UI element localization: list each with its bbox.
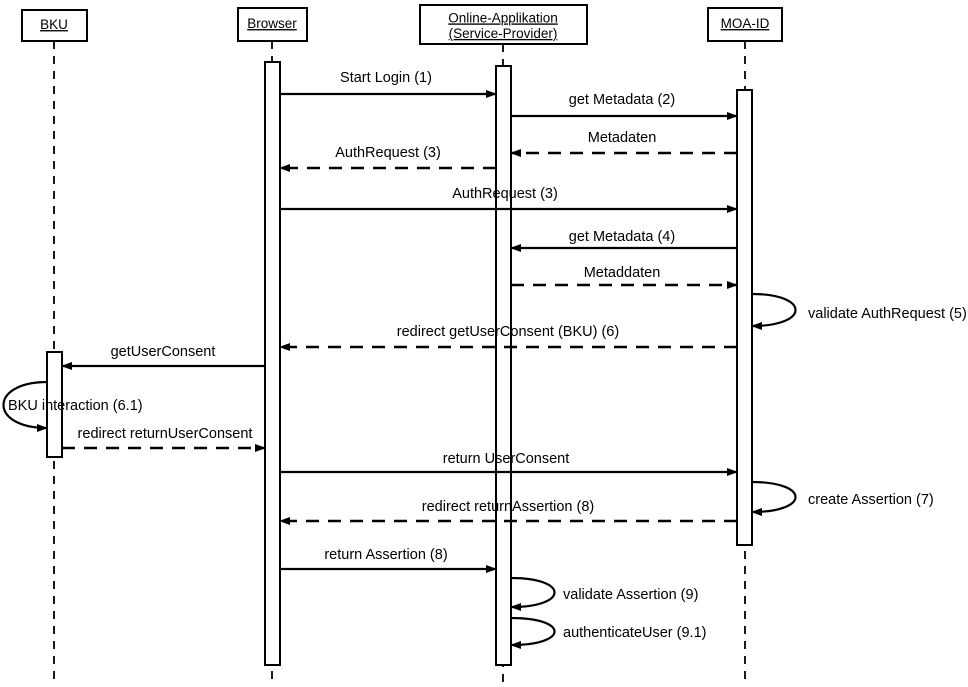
message-label-1: Start Login (1) [340,70,432,86]
self-message-2[interactable]: BKU interaction (6.1) [2,380,143,432]
message-label-2: get Metadata (2) [569,92,675,108]
message-13[interactable]: return Assertion (8) [280,547,497,573]
self-message-label-3: create Assertion (7) [808,492,934,508]
lifeline-box-moaid[interactable] [707,7,783,42]
message-10[interactable]: redirect returnUserConsent [62,426,266,452]
lifeline-label-browser: Browser [247,16,297,31]
message-2[interactable]: get Metadata (2) [511,92,738,120]
message-1[interactable]: Start Login (1) [280,70,497,98]
self-message-path-4[interactable] [510,576,556,611]
self-messages-layer: validate AuthRequest (5) BKU interaction … [2,292,967,649]
message-4[interactable]: AuthRequest (3) [279,145,496,172]
message-6[interactable]: get Metadata (4) [510,229,737,252]
self-message-label-2: BKU interaction (6.1) [8,398,143,414]
activation-bar-bku[interactable] [46,351,63,458]
message-label-5: AuthRequest (3) [452,186,558,202]
self-message-path-1[interactable] [751,292,797,330]
message-3[interactable]: Metadaten [510,130,737,157]
lifeline-oa: Online-Applikation(Service-Provider) [419,4,588,683]
message-11[interactable]: return UserConsent [280,451,738,476]
message-5[interactable]: AuthRequest (3) [280,186,738,213]
message-label-12: redirect returnAssertion (8) [422,499,594,515]
messages-layer: Start Login (1) get Metadata (2) Metadaten… [61,70,738,573]
message-label-13: return Assertion (8) [324,547,447,563]
lifeline-browser: Browser [237,7,308,683]
lifelines-layer: BKU Browser Online-Applikation(Service-Pro… [21,4,783,683]
message-label-6: get Metadata (4) [569,229,675,245]
lifeline-label-bku: BKU [40,17,68,32]
message-8[interactable]: redirect getUserConsent (BKU) (6) [279,324,737,351]
self-message-path-5[interactable] [510,616,556,649]
lifeline-box-bku[interactable] [21,9,88,42]
self-message-label-4: validate Assertion (9) [563,587,698,603]
lifeline-label-oa: Online-Applikation(Service-Provider) [448,10,558,41]
lifeline-bku: BKU [21,9,88,683]
lifeline-label-moaid: MOA-ID [721,16,770,31]
self-message-5[interactable]: authenticateUser (9.1) [510,616,706,649]
message-9[interactable]: getUserConsent [61,344,265,370]
self-message-1[interactable]: validate AuthRequest (5) [751,292,967,330]
message-7[interactable]: Metaddaten [511,265,738,289]
self-message-path-3[interactable] [751,480,797,516]
message-12[interactable]: redirect returnAssertion (8) [279,499,737,525]
self-message-label-1: validate AuthRequest (5) [808,306,967,322]
activation-bar-moaid[interactable] [736,89,753,546]
message-label-8: redirect getUserConsent (BKU) (6) [397,324,619,340]
self-message-path-2[interactable] [2,380,48,432]
lifeline-box-browser[interactable] [237,7,308,42]
message-label-3: Metadaten [588,130,657,146]
self-message-3[interactable]: create Assertion (7) [751,480,934,516]
message-label-4: AuthRequest (3) [335,145,441,161]
lifeline-box-oa[interactable] [419,4,588,45]
message-label-9: getUserConsent [111,344,216,360]
self-message-4[interactable]: validate Assertion (9) [510,576,698,611]
self-message-label-5: authenticateUser (9.1) [563,625,706,641]
message-label-10: redirect returnUserConsent [78,426,253,442]
lifeline-moaid: MOA-ID [707,7,783,683]
message-label-7: Metaddaten [584,265,661,281]
message-label-11: return UserConsent [443,451,570,467]
activation-bar-browser[interactable] [264,61,281,666]
activation-bar-oa[interactable] [495,65,512,666]
